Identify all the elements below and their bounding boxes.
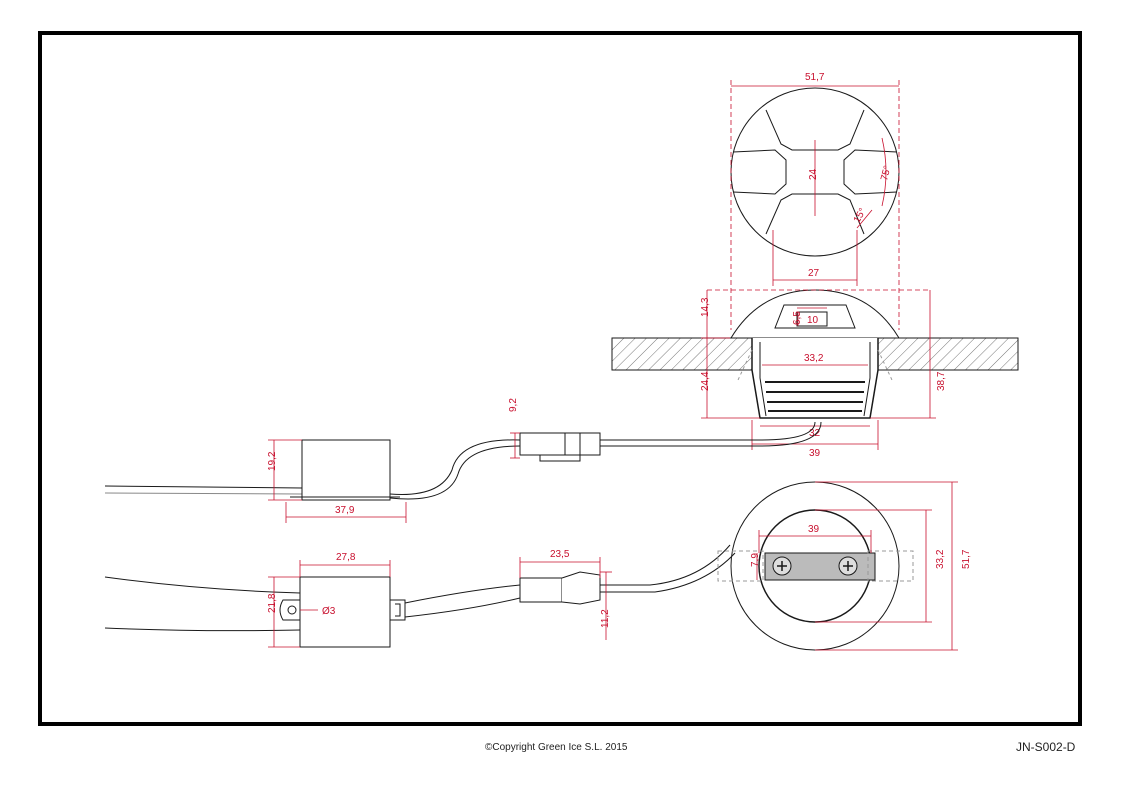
bracket-length-label: 39: [808, 524, 820, 535]
upper-cable-dimensions: [268, 432, 520, 523]
window-height-label: 6,5: [792, 311, 803, 325]
bottom-width-label: 32: [809, 428, 821, 439]
window-width-label: 10: [807, 315, 819, 326]
bracket-height-label: 7,9: [750, 553, 761, 567]
driver2-height-label: 21,8: [267, 593, 278, 613]
total-height-label: 38,7: [936, 371, 947, 391]
lower-cable-assembly: [104, 544, 736, 648]
driver-box-lower: [299, 576, 391, 648]
drawing-code: JN-S002-D: [1016, 740, 1076, 754]
side-view: [611, 289, 1019, 419]
top-diameter-label: 51,7: [805, 72, 825, 83]
lower-cable-dimensions: [268, 557, 612, 648]
neck-width-label: 33,2: [804, 353, 824, 364]
cross-width-label: 27: [808, 268, 820, 279]
inner-diameter-label: 33,2: [935, 549, 946, 569]
connector-length-label: 23,5: [550, 549, 570, 560]
top-view-dimensions: [730, 80, 900, 330]
flange-width-label: 39: [809, 448, 821, 459]
driver2-length-label: 27,8: [336, 552, 356, 563]
driver-box-upper: [301, 439, 391, 501]
floor-left: [611, 337, 753, 371]
connector-height2-label: 11,2: [600, 609, 611, 628]
cross-arm-label: 24: [808, 168, 819, 180]
angle-large-label: 75°: [879, 165, 894, 182]
connector-lower: [519, 577, 563, 603]
copyright-text: ©Copyright Green Ice S.L. 2015: [485, 742, 628, 753]
driver-height-label: 19,2: [267, 451, 278, 471]
floor-right: [877, 337, 1019, 371]
driver-length-label: 37,9: [335, 505, 355, 516]
outer-diameter-label: 51,7: [961, 549, 972, 569]
connector-upper: [519, 432, 601, 456]
side-view-dimensions: [701, 289, 936, 450]
cap-height-label: 14,3: [700, 297, 711, 317]
connector-height-label: 9,2: [508, 398, 519, 412]
upper-cable-assembly: [104, 421, 822, 501]
hole-diameter-label: Ø3: [322, 606, 336, 617]
bottom-view-dimensions: [756, 481, 958, 651]
drawing-frame: [38, 31, 1082, 726]
body-height-label: 24,4: [700, 371, 711, 391]
bottom-view: [717, 481, 914, 651]
